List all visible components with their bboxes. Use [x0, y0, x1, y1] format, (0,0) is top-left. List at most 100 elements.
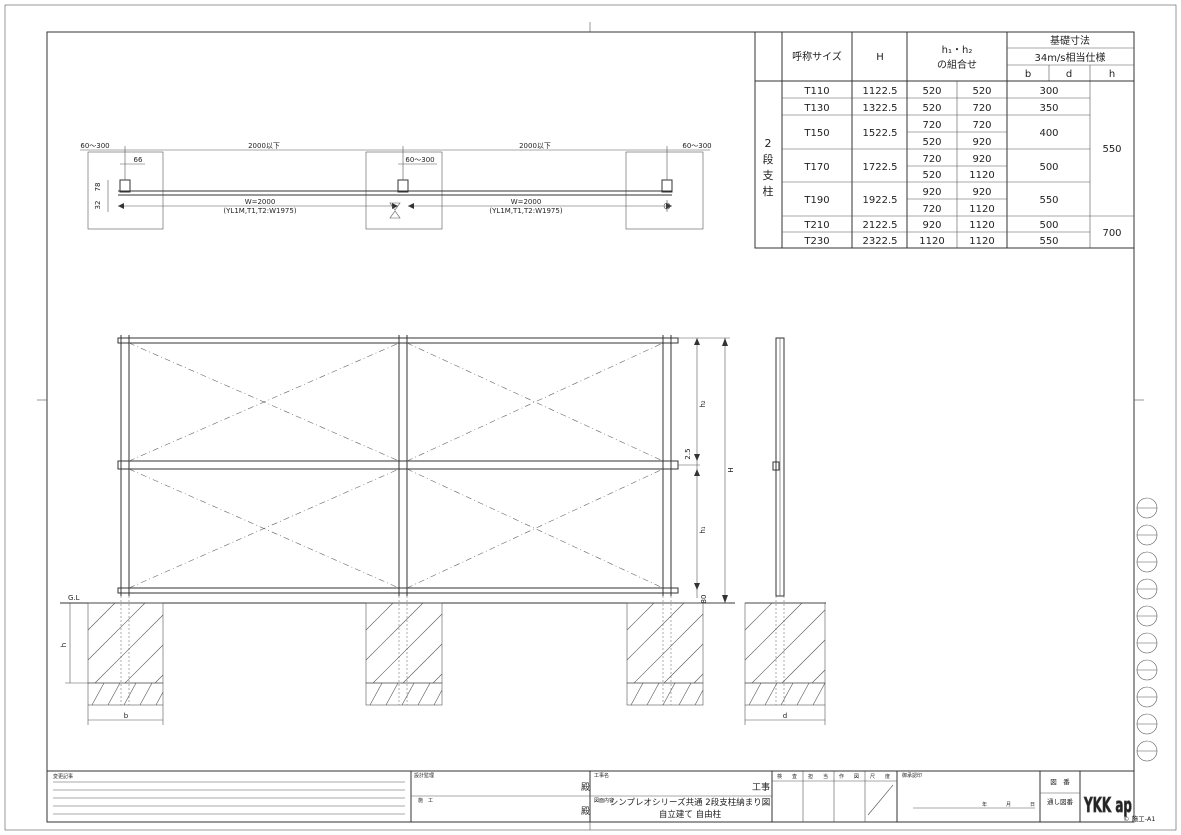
- tb-serial-no: 通し図番: [1047, 797, 1074, 806]
- plan-w1-line2: (YL1M,T1,T2:W1975): [223, 207, 296, 215]
- spec-cell-h1: 720: [922, 204, 941, 215]
- group-label-4: 柱: [763, 184, 774, 198]
- spec-cell-h1: 920: [922, 187, 941, 198]
- plan-dim32: 32: [94, 201, 102, 210]
- spec-cell-h1: 1120: [919, 236, 944, 247]
- label-h1: h₁: [699, 526, 707, 533]
- spec-cell-b: 300: [1039, 86, 1058, 97]
- spec-table-text: 呼称サイズ H h₁・h₂ の組合せ 基礎寸法 34m/s相当仕様 b d h …: [763, 34, 1116, 198]
- tb-content-label: 図面内容: [594, 797, 614, 804]
- tb-approval-7: 度: [885, 773, 890, 780]
- plan-right-edge: 60～300: [682, 142, 711, 150]
- title-block: [47, 770, 1134, 822]
- spec-cell-h1: 720: [922, 154, 941, 165]
- spec-cell-h2: 1120: [969, 204, 994, 215]
- hdr-d: d: [1066, 69, 1072, 80]
- tb-project-suffix: 工事: [752, 781, 770, 793]
- hdr-hcombo-bottom: の組合せ: [937, 58, 977, 71]
- spec-cell-h1: 520: [922, 103, 941, 114]
- plan-mid: 60～300: [405, 156, 434, 164]
- revision-circles: [1136, 497, 1158, 762]
- tb-approved-label: 御承認印: [902, 772, 922, 779]
- spec-cell-b: 500: [1039, 220, 1058, 231]
- tb-approval-1: 査: [792, 773, 797, 780]
- tb-approval-3: 当: [823, 773, 828, 780]
- group-label-3: 支: [763, 169, 774, 182]
- hdr-foundation: 基礎寸法: [1050, 34, 1090, 47]
- tb-approval-5: 図: [854, 774, 859, 780]
- spec-cell-name: T170: [803, 162, 829, 173]
- plan-w1-line1: W=2000: [245, 198, 276, 206]
- label-gl: G.L: [68, 594, 80, 602]
- spec-cell-b: 400: [1039, 128, 1058, 139]
- label-80: 80: [700, 595, 708, 604]
- tb-drawing-subtitle: 自立建て 自由柱: [659, 809, 722, 820]
- label-d: d: [783, 712, 787, 720]
- spec-cell-h2: 920: [972, 137, 991, 148]
- plan-span1: 2000以下: [248, 142, 280, 150]
- plan-span2: 2000以下: [519, 142, 551, 150]
- tb-day: 日: [1030, 802, 1035, 808]
- spec-cell-name: T190: [803, 195, 829, 206]
- spec-h-values: 550 700: [1102, 144, 1121, 239]
- plan-w2-line2: (YL1M,T1,T2:W1975): [489, 207, 562, 215]
- spec-cell-h2: 1120: [969, 236, 994, 247]
- h-value-700: 700: [1102, 228, 1121, 239]
- spec-cell-h1: 520: [922, 86, 941, 97]
- hdr-name: 呼称サイズ: [792, 50, 842, 63]
- label-b: b: [124, 712, 129, 720]
- label-h2: h₂: [699, 400, 707, 407]
- hdr-h: h: [1109, 69, 1115, 80]
- tb-year: 年: [982, 801, 987, 808]
- label-25: 2.5: [684, 448, 692, 459]
- tb-drawing-no: 図 番: [1050, 778, 1070, 786]
- spec-cell-h2: 720: [972, 120, 991, 131]
- spec-cell-H: 1322.5: [863, 103, 898, 114]
- spec-cell-H: 1722.5: [863, 162, 898, 173]
- side-elevation: [744, 337, 826, 725]
- elevation-labels: G.L h₂ h₁ 2.5 H 80 h b d: [60, 400, 787, 720]
- spec-cell-name: T210: [803, 220, 829, 231]
- label-H: H: [727, 467, 735, 472]
- plan-dim78: 78: [94, 183, 102, 192]
- frame-border: [46, 31, 1135, 823]
- group-label-1: 2: [765, 137, 772, 150]
- hdr-b: b: [1025, 69, 1031, 80]
- tb-design-supervision: 設計監理: [414, 772, 434, 779]
- tb-project-label: 工事名: [594, 772, 609, 779]
- plan-w2-line1: W=2000: [511, 198, 542, 206]
- tb-month: 月: [1006, 802, 1011, 808]
- spec-cell-b: 350: [1039, 103, 1058, 114]
- spec-table: [754, 31, 1135, 249]
- plan-left-edge: 60～300: [80, 142, 109, 150]
- outer-border: [4, 4, 1177, 831]
- tb-construction: 施 工: [418, 797, 433, 804]
- tb-dono2: 殿: [581, 806, 590, 817]
- label-h-found: h: [60, 643, 68, 647]
- tb-approval-6: 尺: [870, 774, 875, 780]
- front-elevation: [60, 335, 735, 604]
- spec-cell-H: 1122.5: [863, 86, 898, 97]
- spec-cell-h2: 920: [972, 187, 991, 198]
- spec-cell-H: 1522.5: [863, 128, 898, 139]
- spec-cell-h1: 920: [922, 220, 941, 231]
- tb-approval-0: 検: [777, 773, 782, 780]
- hdr-wind: 34m/s相当仕様: [1034, 51, 1105, 64]
- spec-cell-name: T130: [803, 103, 829, 114]
- hdr-H: H: [876, 52, 884, 63]
- spec-cell-name: T110: [803, 86, 829, 97]
- tb-dono1: 殿: [581, 782, 590, 793]
- hdr-hcombo-top: h₁・h₂: [942, 45, 973, 56]
- spec-cell-h2: 720: [972, 103, 991, 114]
- spec-cell-h2: 1120: [969, 220, 994, 231]
- spec-cell-H: 2122.5: [863, 220, 898, 231]
- tb-code: © 施工-A1: [1123, 814, 1156, 823]
- plan-view-labels: 60～300 2000以下 2000以下 60～300 60～300 66 78…: [80, 142, 711, 215]
- spec-cell-b: 550: [1039, 195, 1058, 206]
- plan-view: [80, 146, 710, 230]
- spec-cell-h1: 720: [922, 120, 941, 131]
- title-block-text: 変更記事 設計監理 殿 施 工 殿 工事名 工事 図面内容 シンプレオシリーズ共…: [53, 772, 1156, 823]
- spec-cell-h1: 520: [922, 170, 941, 181]
